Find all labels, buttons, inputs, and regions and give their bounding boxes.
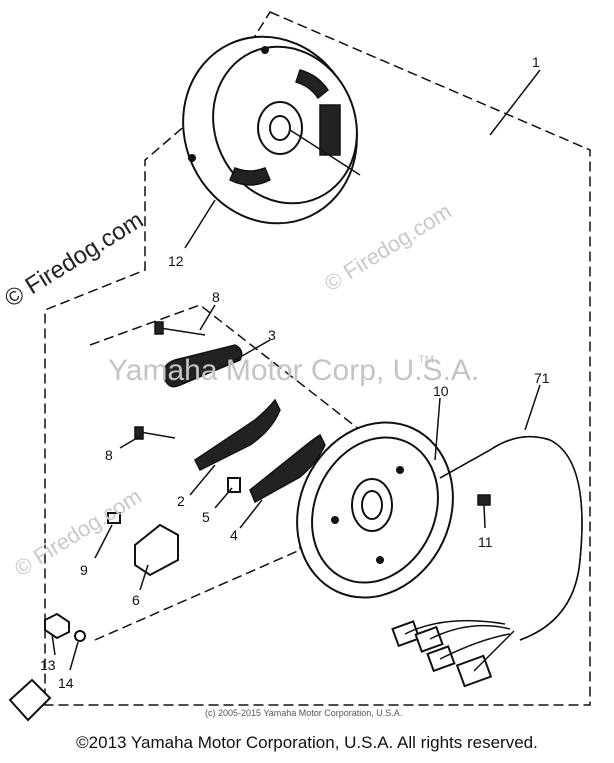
- footer-copyright: ©2013 Yamaha Motor Corporation, U.S.A. A…: [76, 733, 538, 752]
- label-part-12: 12: [168, 253, 184, 269]
- stator-boundary: [89, 304, 361, 431]
- small-copyright: (c) 2005-2015 Yamaha Motor Corporation, …: [205, 708, 403, 718]
- coil-2: [194, 398, 281, 472]
- watermark-yamaha: Yamaha Motor Corp, U.S.A.: [108, 354, 480, 387]
- label-part-9: 9: [80, 562, 88, 578]
- coil-4: [249, 433, 326, 504]
- flywheel-rotor: [182, 35, 358, 225]
- label-part-1: 1: [532, 54, 540, 70]
- label-part-2: 2: [177, 493, 185, 509]
- label-part-14: 14: [58, 675, 74, 691]
- label-part-13: 13: [40, 657, 56, 673]
- coil-3: [163, 344, 243, 388]
- label-part-71: 71: [534, 370, 550, 386]
- label-part-11: 11: [478, 534, 493, 550]
- watermark-tm: TM: [418, 354, 434, 366]
- label-part-8-top: 8: [212, 289, 220, 305]
- label-part-3: 3: [268, 327, 276, 343]
- label-part-6: 6: [132, 592, 140, 608]
- label-part-4: 4: [230, 527, 238, 543]
- pickup-part-6: [134, 523, 179, 577]
- fwd-arrow: FWD: [8, 678, 52, 722]
- label-part-5: 5: [202, 509, 210, 525]
- stator-plate: [296, 421, 454, 599]
- wire-harness: [391, 435, 583, 688]
- label-part-8-bottom: 8: [105, 447, 113, 463]
- label-part-10: 10: [433, 383, 449, 399]
- leader-lines: [51, 69, 541, 671]
